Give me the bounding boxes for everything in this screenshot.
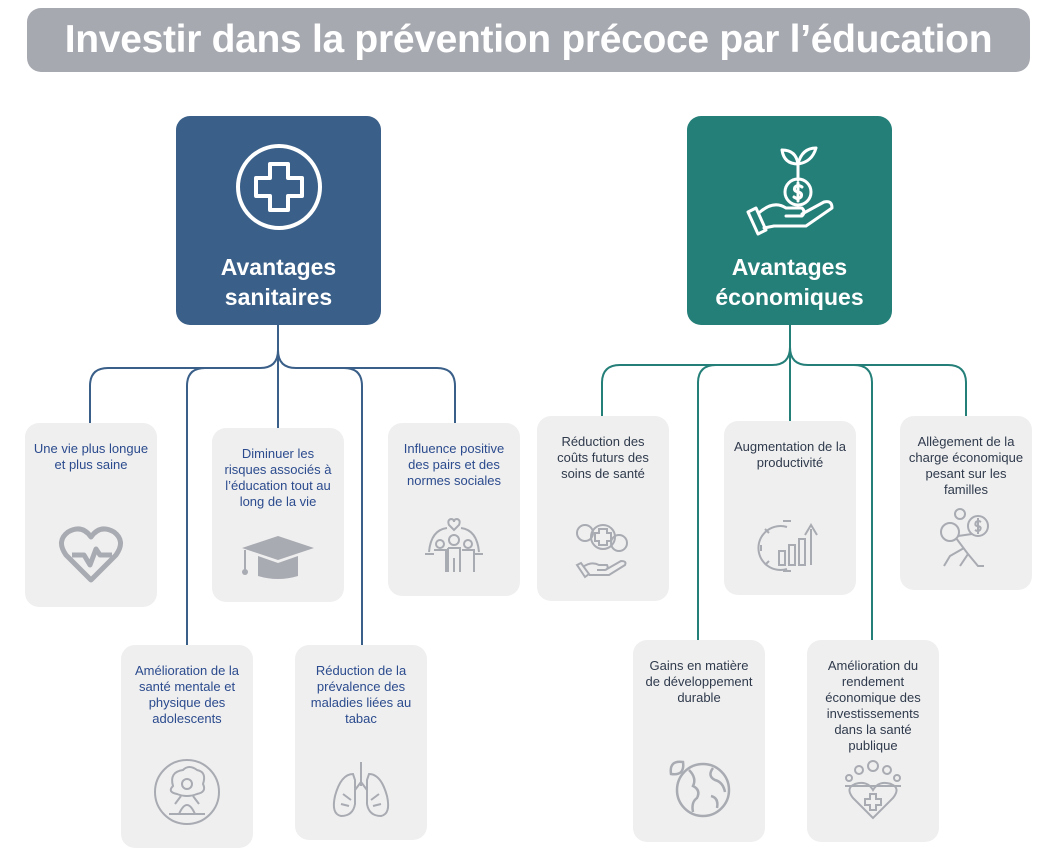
money-plant-hand-icon	[746, 146, 833, 236]
economic-item-card: Gains en matière de développement durabl…	[633, 640, 765, 842]
health-label-line1: Avantages	[220, 254, 337, 280]
economic-item-text: Augmentation de la productivité	[733, 439, 847, 470]
economic-item-card: Réduction des coûts futurs des soins de …	[537, 416, 669, 601]
economic-item-card: Amélioration du rendement économique des…	[807, 640, 939, 842]
economic-item-card: Allègement de la charge économique pesan…	[900, 416, 1032, 590]
economic-item-text: Gains en matière de développement durabl…	[645, 658, 753, 705]
family-icon	[425, 518, 483, 572]
health-item-text: Réduction de la prévalence des maladies …	[310, 663, 412, 726]
health-item-card: Une vie plus longue et plus saine	[25, 423, 157, 607]
health-item-card: Diminuer les risques associés à l’éducat…	[212, 428, 344, 602]
economic-item-text: Amélioration du rendement économique des…	[825, 658, 921, 753]
health-item-card: Amélioration de la santé mentale et phys…	[121, 645, 253, 848]
burden-carrying-icon	[940, 508, 989, 567]
community-health-icon	[845, 760, 901, 820]
economic-item-text: Allègement de la charge économique pesan…	[908, 434, 1024, 497]
globe-leaf-icon	[669, 760, 731, 818]
heartbeat-icon	[59, 526, 123, 583]
medical-cross-icon	[235, 144, 322, 230]
health-benefits-header: Avantages sanitaires	[176, 116, 381, 325]
health-label-line2: sanitaires	[224, 284, 333, 310]
economic-benefits-header: Avantages économiques	[687, 116, 892, 325]
graduation-cap-icon	[242, 536, 314, 579]
economic-label-line1: Avantages	[731, 254, 848, 280]
health-item-card: Influence positive des pairs et des norm…	[388, 423, 520, 596]
meditation-icon	[154, 759, 220, 825]
economic-item-text: Réduction des coûts futurs des soins de …	[557, 434, 649, 481]
productivity-gear-chart-icon	[757, 520, 818, 572]
health-item-card: Réduction de la prévalence des maladies …	[295, 645, 427, 840]
health-item-text: Amélioration de la santé mentale et phys…	[134, 663, 240, 726]
health-item-text: Influence positive des pairs et des norm…	[403, 441, 505, 488]
page-title: Investir dans la prévention précoce par …	[27, 8, 1030, 72]
lungs-icon	[332, 762, 390, 818]
economic-label-line2: économiques	[715, 284, 864, 310]
healthcare-cost-icon	[575, 524, 628, 579]
health-item-text: Diminuer les risques associés à l’éducat…	[224, 446, 332, 509]
health-item-text: Une vie plus longue et plus saine	[33, 441, 149, 472]
economic-item-card: Augmentation de la productivité	[724, 421, 856, 595]
